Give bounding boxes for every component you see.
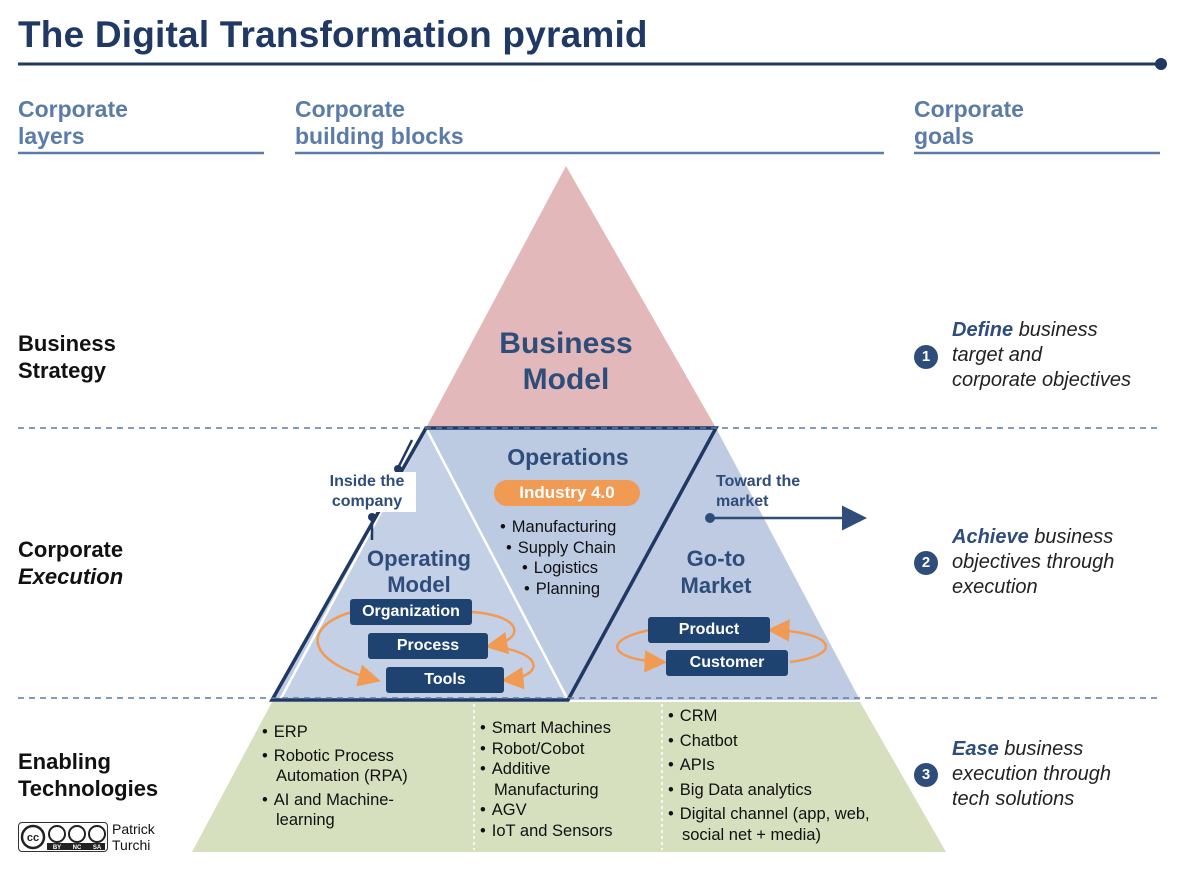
layer-corporate-execution: Corporate Execution	[18, 537, 124, 589]
inside-company-callout: Inside the company	[318, 472, 416, 512]
cycle-arrow-proc-right	[489, 644, 535, 690]
operations-title: Operations	[507, 444, 629, 470]
title-underline-dot	[1155, 58, 1167, 70]
list-item: learning	[276, 811, 335, 829]
list-item: AI and Machine-	[262, 790, 462, 810]
process-box: Process	[368, 633, 488, 659]
list-item: APIs	[668, 755, 938, 776]
list-item: Planning	[524, 579, 650, 600]
list-item: AGV	[480, 800, 660, 821]
operations-list: Manufacturing Supply Chain Logistics Pla…	[500, 517, 650, 599]
product-box: Product	[648, 617, 770, 643]
list-item: Additive	[480, 759, 660, 780]
header-goals: Corporate goals	[914, 96, 1024, 149]
page-title: The Digital Transformation pyramid	[18, 14, 648, 55]
cycle-arrow-org-left	[316, 610, 381, 687]
goal-1: Define business target and corporate obj…	[952, 319, 1131, 391]
license-sa: SA	[93, 845, 102, 851]
organization-box: Organization	[350, 599, 472, 625]
license-nc: NC	[73, 845, 82, 851]
svg-text:cc: cc	[27, 832, 39, 844]
goal-3: Ease business execution through tech sol…	[952, 738, 1112, 810]
cc-by-nc-sa-icon: cc BY NC SA	[20, 824, 106, 851]
goal-2: Achieve business objectives through exec…	[952, 526, 1115, 598]
goal-number-3: 3	[914, 763, 938, 787]
license-by: BY	[53, 845, 61, 851]
tech-column-2: Smart Machines Robot/Cobot Additive Manu…	[480, 718, 660, 841]
header-building-blocks: Corporate building blocks	[295, 96, 464, 149]
list-item: Smart Machines	[480, 718, 660, 739]
tools-box: Tools	[386, 667, 504, 693]
business-model-triangle	[426, 166, 716, 428]
tech-column-3: CRM Chatbot APIs Big Data analytics Digi…	[668, 706, 938, 845]
list-item: CRM	[668, 706, 938, 727]
list-item: ERP	[262, 722, 462, 742]
list-item: Chatbot	[668, 731, 938, 752]
list-item: Automation (RPA)	[276, 767, 408, 785]
layer-business-strategy: Business Strategy	[18, 331, 116, 383]
toward-market-callout: Toward the market	[716, 473, 801, 510]
layer-enabling-technologies: Enabling Technologies	[18, 749, 159, 801]
author-credit: Patrick Turchi	[112, 821, 155, 853]
list-item: Manufacturing	[500, 517, 650, 538]
list-item: Robot/Cobot	[480, 739, 660, 760]
goal-number-2: 2	[914, 551, 938, 575]
business-model-label: Business Model	[499, 327, 633, 396]
list-item: Manufacturing	[494, 780, 599, 799]
list-item: IoT and Sensors	[480, 821, 660, 842]
cycle-arrow-product	[616, 628, 667, 673]
list-item: Big Data analytics	[668, 780, 938, 801]
list-item: Robotic Process	[262, 746, 462, 766]
list-item: social net + media)	[682, 825, 821, 844]
header-layers: Corporate layers	[18, 96, 128, 149]
cycle-arrow-org-right	[471, 610, 516, 655]
list-item: Supply Chain	[506, 538, 650, 559]
operating-model-title: Operating Model	[367, 546, 471, 597]
cycle-arrow-customer	[767, 619, 828, 664]
tech-column-1: ERP Robotic Process Automation (RPA) AI …	[262, 722, 462, 830]
cc-license-badge: cc BY NC SA	[18, 822, 108, 852]
operations-outline	[268, 426, 719, 702]
go-to-market-title: Go-to Market	[680, 546, 752, 598]
customer-box: Customer	[666, 650, 788, 676]
list-item: Digital channel (app, web,	[668, 804, 938, 825]
goal-number-1: 1	[914, 345, 938, 369]
list-item: Logistics	[522, 558, 650, 579]
industry-badge: Industry 4.0	[494, 480, 640, 506]
